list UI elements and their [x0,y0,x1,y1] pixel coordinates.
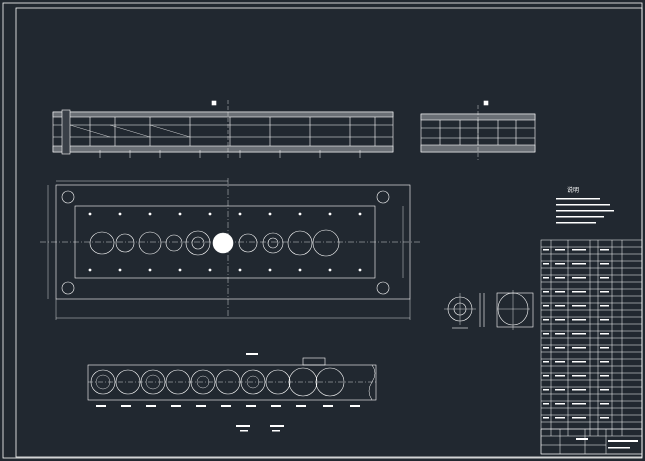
title-block [540,428,643,455]
part-detail-circle [444,293,476,329]
guide-pin-holes [61,190,390,295]
side-section-view [420,100,536,160]
front-section-view [52,100,394,160]
plan-view [40,178,420,320]
inner-border [15,7,643,458]
bottom-strip-view [87,353,377,432]
part-detail-ellipse [479,290,534,330]
parts-list-table [540,239,643,455]
technical-notes [556,198,614,224]
notes-title: 说明 [567,187,580,194]
screw-holes [88,212,362,272]
